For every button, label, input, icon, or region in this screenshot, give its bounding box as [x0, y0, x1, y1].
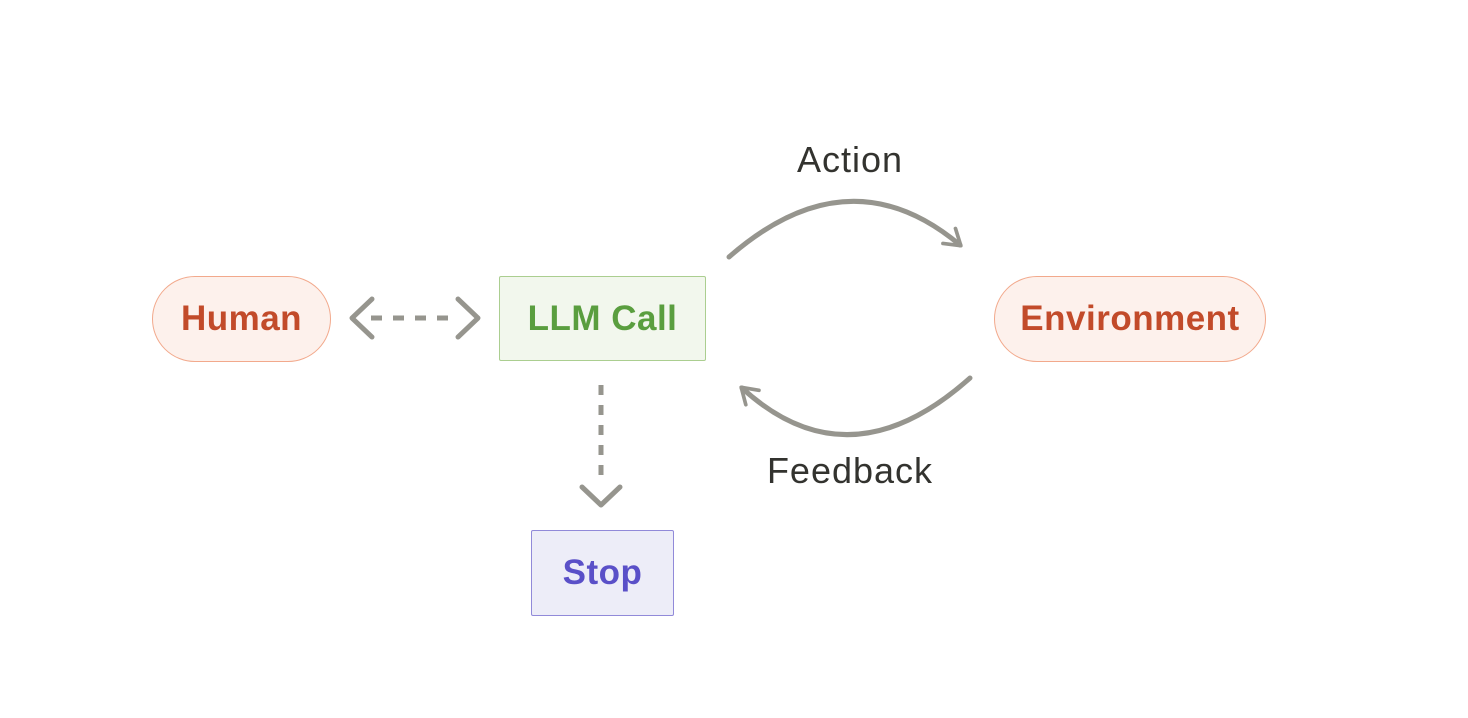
node-human-label: Human — [180, 299, 303, 338]
down-chevron-icon — [579, 484, 623, 508]
llm-stop-dashed-arrow — [579, 385, 623, 508]
node-human: Human — [152, 276, 331, 362]
node-stop-label: Stop — [562, 553, 643, 592]
node-llm-call-label: LLM Call — [527, 298, 678, 338]
feedback-edge-label: Feedback — [766, 450, 934, 491]
human-llm-dashed-double-arrow — [349, 296, 481, 340]
node-environment-label: Environment — [1020, 299, 1240, 338]
node-stop: Stop — [531, 530, 674, 616]
right-chevron-icon — [455, 296, 481, 340]
feedback-arrow — [739, 375, 973, 438]
action-arrow — [726, 198, 963, 260]
node-llm-call: LLM Call — [499, 276, 706, 361]
node-environment: Environment — [994, 276, 1266, 362]
left-chevron-icon — [349, 296, 375, 340]
action-edge-label: Action — [796, 139, 904, 180]
